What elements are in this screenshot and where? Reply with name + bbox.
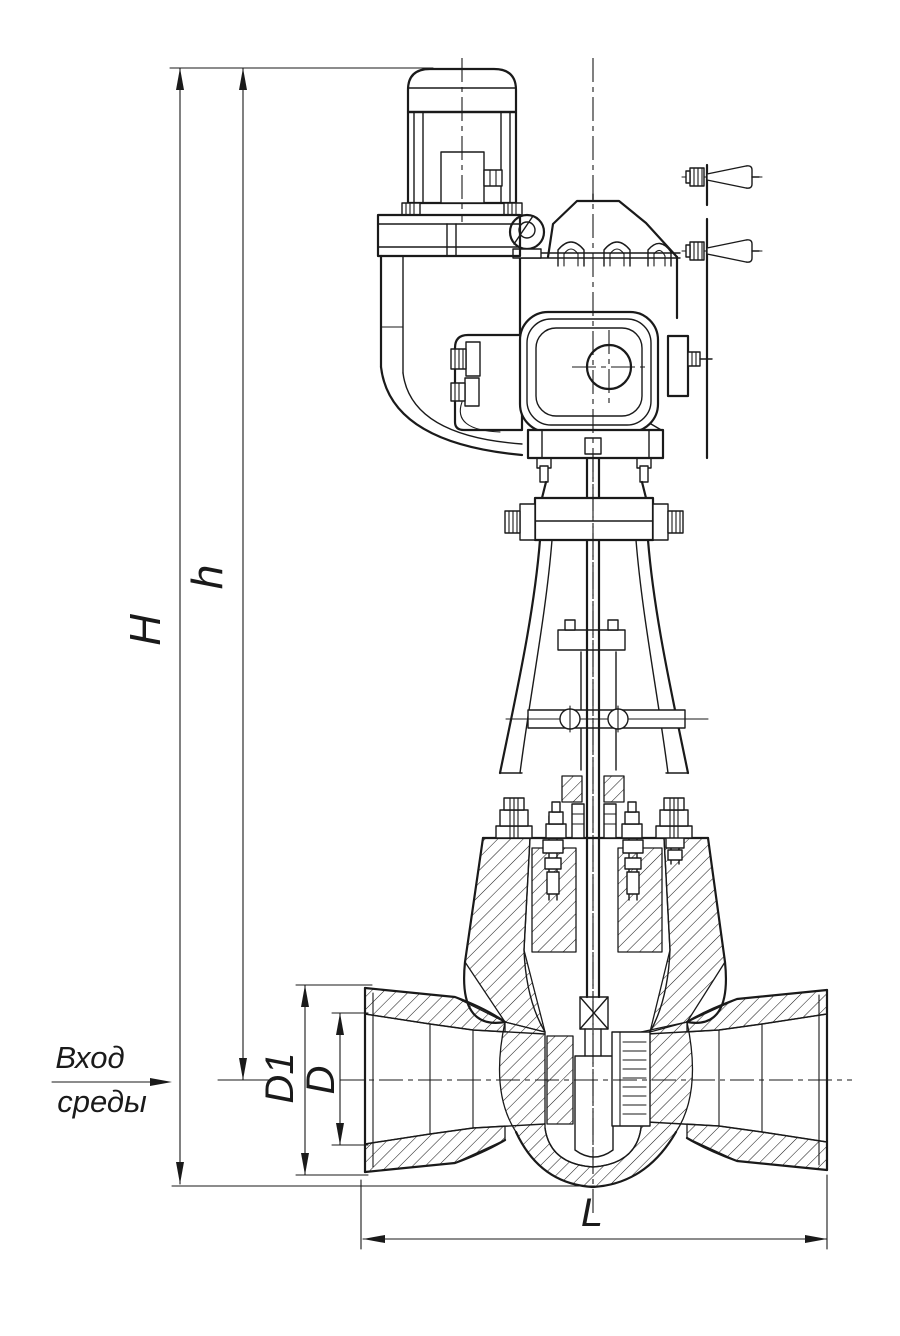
handle-upper [681, 165, 763, 189]
yoke-crossbar [505, 705, 709, 733]
centerlines [340, 58, 852, 1215]
stem-disc-connector [579, 996, 609, 1030]
actuator-gearbox [379, 193, 713, 460]
inlet-label-line1: Вход [55, 1040, 124, 1075]
dimension-D1: D1 [258, 984, 309, 1176]
gearbox-side-bolts [450, 341, 501, 433]
dimension-L: L [362, 1191, 828, 1243]
dimension-h: h [183, 67, 247, 1081]
override-rod-handles [681, 163, 763, 460]
seat-thread-lines [622, 1041, 647, 1115]
dome-ribs [557, 241, 672, 267]
yoke [495, 456, 709, 999]
lifting-eye [508, 213, 546, 259]
electric-motor [376, 67, 523, 258]
dim-label-D: D [299, 1066, 343, 1095]
inlet-annotation: Вход среды [51, 1040, 172, 1119]
dimensions: H h D1 D L [51, 67, 828, 1250]
gland-assembly [545, 801, 643, 839]
inlet-label-line2: среды [57, 1084, 147, 1119]
handle-lower [681, 239, 763, 263]
dim-label-D1: D1 [258, 1052, 302, 1103]
disc-and-seat [574, 1028, 651, 1158]
dim-label-L: L [581, 1191, 603, 1235]
connection-flange [504, 457, 684, 542]
dim-label-h: h [183, 565, 232, 589]
dimension-D: D [299, 1012, 344, 1146]
dimension-H: H [121, 67, 184, 1185]
dim-label-H: H [121, 614, 170, 646]
yoke-foot-bolts [495, 797, 693, 839]
